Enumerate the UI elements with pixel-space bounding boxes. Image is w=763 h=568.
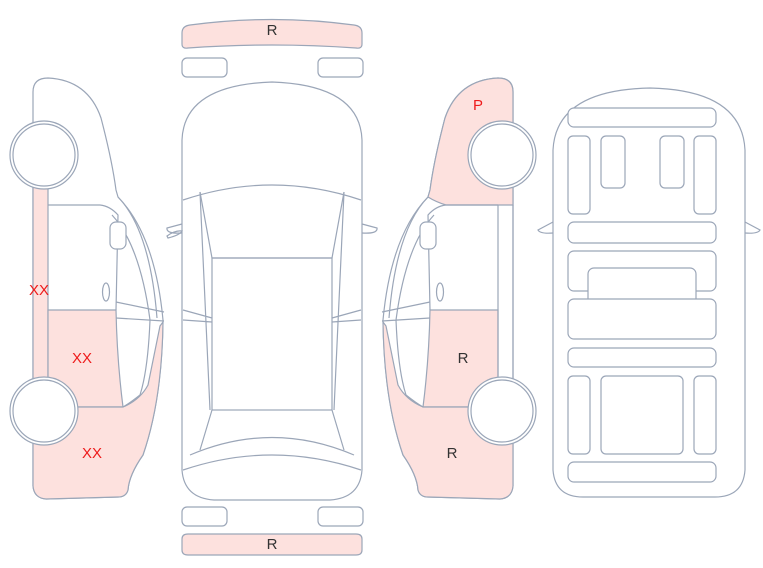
left-rear-quarter[interactable] — [32, 320, 164, 500]
rear-bumper-code: R — [267, 22, 278, 39]
right-rear-quarter-code: R — [447, 445, 458, 462]
left-rear-pillar — [567, 375, 591, 455]
left-front-seat — [600, 135, 626, 189]
right-rear-tire — [470, 379, 534, 443]
right-rear-door-code: R — [458, 350, 469, 367]
left-window-frame — [111, 196, 158, 408]
right-front-tire — [470, 123, 534, 187]
rear-panel — [567, 461, 717, 483]
interior-outline — [552, 87, 746, 498]
interior-view — [537, 87, 761, 498]
left-mirror — [109, 221, 127, 250]
left-front-tire — [12, 123, 76, 187]
top-body-outline — [181, 81, 363, 501]
left-rear-door-code: XX — [72, 350, 92, 367]
rear-seat-bar — [567, 347, 717, 368]
front-bumper[interactable] — [181, 533, 363, 556]
front-right-light — [317, 506, 364, 527]
front-left-light — [181, 506, 228, 527]
right-door-top — [427, 204, 514, 385]
right-mirror — [419, 221, 437, 250]
rear-left-light — [181, 57, 228, 78]
front-windshield — [182, 409, 362, 471]
rear-right-light — [317, 57, 364, 78]
roof-rear-panel — [567, 298, 717, 340]
left-rear-quarter-code: XX — [82, 445, 102, 462]
side-lines — [182, 191, 362, 411]
cargo-area — [600, 375, 684, 455]
dashboard-panel — [567, 221, 717, 244]
left-door-top — [48, 204, 119, 311]
interior-mirrors — [537, 221, 761, 234]
left-door-handle — [101, 282, 111, 302]
rear-bumper[interactable] — [181, 18, 363, 49]
rear-windshield — [182, 184, 362, 259]
front-panel — [567, 107, 717, 128]
right-front-seat — [659, 135, 685, 189]
left-sill-code: XX — [29, 282, 49, 299]
top-mirrors — [166, 223, 378, 234]
left-rear-tire — [12, 379, 76, 443]
top-view: R R — [166, 18, 378, 556]
right-rear-pillar — [693, 375, 717, 455]
roof — [211, 257, 333, 411]
right-door-handle — [435, 282, 445, 302]
right-rear-quarter[interactable] — [382, 320, 514, 500]
right-side-view: P R R — [381, 77, 537, 500]
right-front-pillar — [693, 135, 717, 215]
right-front-fender-code: P — [473, 97, 483, 114]
left-front-pillar — [567, 135, 591, 215]
left-belt-line — [115, 301, 165, 322]
right-window-frame — [381, 196, 435, 408]
left-side-view: XX XX XX — [9, 77, 183, 500]
front-bumper-code: R — [267, 536, 278, 553]
